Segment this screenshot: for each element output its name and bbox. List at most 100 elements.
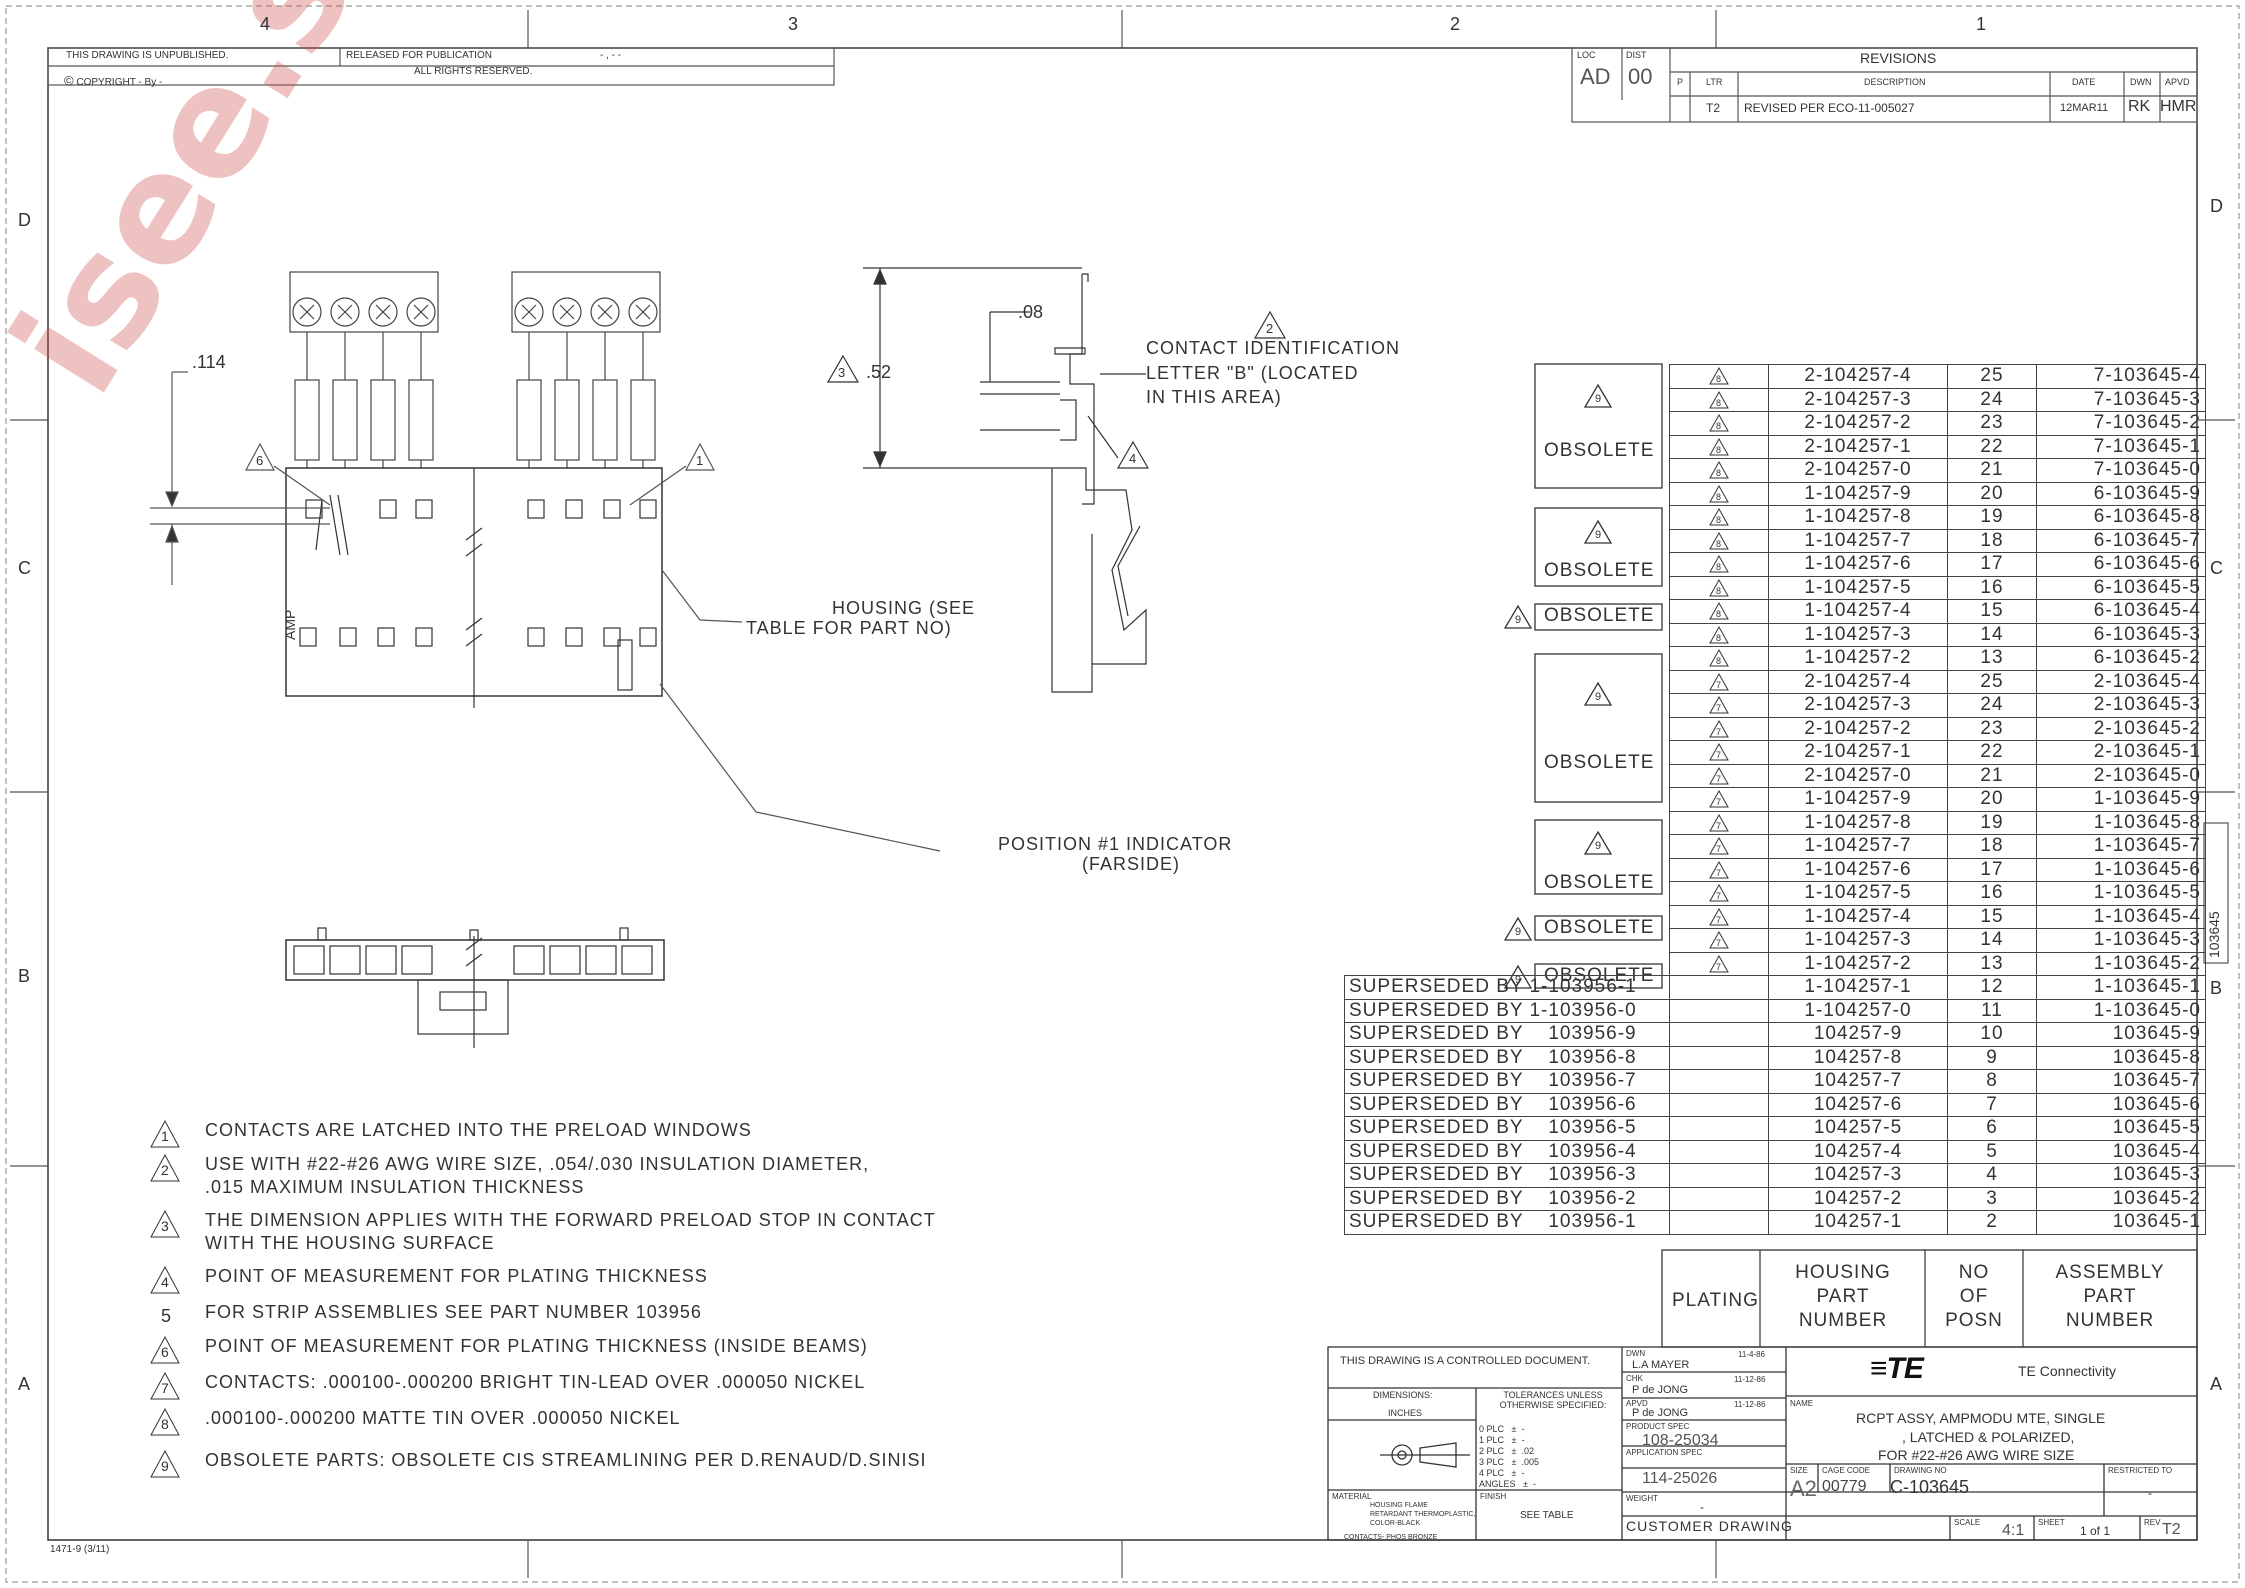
note-text: .000100-.000200 MATTE TIN OVER .000050 N…: [205, 1408, 681, 1428]
superseded-cell: SUPERSEDED BY 1-103956-1: [1344, 975, 1670, 1000]
plating-cell: [1669, 1186, 1769, 1211]
header-posn: NO OF POSN: [1945, 1262, 2003, 1331]
assembly-part-cell: 6-103645-4: [2036, 599, 2206, 624]
tolerance-row: 2 PLC ± .02: [1479, 1446, 1534, 1456]
note-number: 2: [161, 1162, 169, 1178]
plating-cell: 8: [1669, 575, 1769, 600]
positions-cell: 23: [1947, 716, 2037, 741]
apvd-value: P de JONG: [1632, 1407, 1689, 1419]
housing-part-cell: 1-104257-7: [1768, 834, 1948, 859]
dist-label: DIST: [1626, 50, 1647, 60]
rev-header-description: DESCRIPTION: [1864, 77, 1926, 87]
plating-cell: 7: [1669, 881, 1769, 906]
svg-text:7: 7: [1716, 703, 1722, 713]
positions-cell: 8: [1947, 1069, 2037, 1094]
housing-part-cell: 1-104257-6: [1768, 552, 1948, 577]
note-triangle-icon: [150, 1266, 180, 1294]
superseded-cell: [1345, 600, 1670, 624]
svg-text:8: 8: [1716, 492, 1722, 502]
zone-top-2: 2: [1450, 14, 1461, 34]
sheet-value: 1 of 1: [2080, 1524, 2111, 1538]
plating-cell: 8: [1669, 364, 1769, 389]
callout-6-label: 6: [256, 453, 264, 468]
positions-cell: 24: [1947, 693, 2037, 718]
note-text: CONTACTS ARE LATCHED INTO THE PRELOAD WI…: [205, 1120, 752, 1140]
plating-cell: 7: [1669, 857, 1769, 882]
obsolete-label: OBSOLETE: [1544, 752, 1655, 773]
housing-part-cell: 1-104257-7: [1768, 528, 1948, 553]
plating-triangle-icon: 7: [1709, 696, 1729, 714]
plating-triangle-icon: 7: [1709, 672, 1729, 691]
superseded-cell: [1345, 788, 1670, 812]
assembly-part-cell: 103645-9: [2036, 1022, 2206, 1047]
svg-text:7: 7: [1716, 727, 1722, 737]
positions-cell: 4: [1947, 1163, 2037, 1188]
assembly-part-cell: 6-103645-7: [2036, 528, 2206, 553]
svg-text:7: 7: [1716, 844, 1722, 854]
superseded-cell: [1345, 553, 1670, 577]
assembly-part-cell: 1-103645-7: [2036, 834, 2206, 859]
note-text: THE DIMENSION APPLIES WITH THE FORWARD P…: [205, 1210, 936, 1230]
assembly-part-cell: 2-103645-3: [2036, 693, 2206, 718]
plating-triangle-icon: 8: [1709, 461, 1729, 479]
note-triangle-icon: [150, 1372, 180, 1400]
plating-triangle-icon: 8: [1709, 531, 1729, 550]
plating-cell: 7: [1669, 669, 1769, 694]
assembly-part-cell: 7-103645-3: [2036, 387, 2206, 412]
svg-text:8: 8: [1716, 445, 1722, 455]
positions-cell: 13: [1947, 646, 2037, 671]
assembly-part-cell: 103645-7: [2036, 1069, 2206, 1094]
superseded-cell: [1345, 694, 1670, 718]
plating-cell: 7: [1669, 928, 1769, 953]
dim-08: .08: [1018, 302, 1044, 322]
zone-left-b: B: [18, 966, 31, 986]
svg-text:8: 8: [1716, 633, 1722, 643]
chk-value: P de JONG: [1632, 1384, 1689, 1396]
rev-row-dwn: RK: [2128, 98, 2151, 115]
housing-part-cell: 1-104257-2: [1768, 646, 1948, 671]
title-line-2: , LATCHED & POLARIZED,: [1902, 1429, 2075, 1445]
svg-text:8: 8: [1716, 468, 1722, 478]
contact-id-line-1: CONTACT IDENTIFICATION: [1146, 338, 1400, 358]
positions-cell: 21: [1947, 458, 2037, 483]
callout-4-label: 4: [1129, 451, 1137, 466]
rev-row-apvd: HMR: [2160, 98, 2197, 115]
housing-part-cell: 1-104257-2: [1768, 951, 1948, 976]
obsolete-label: OBSOLETE: [1544, 440, 1655, 461]
svg-text:7: 7: [1716, 868, 1722, 878]
plating-cell: 7: [1669, 716, 1769, 741]
plating-triangle-icon: 7: [1709, 790, 1729, 808]
material-line: COLOR-BLACK: [1370, 1520, 1421, 1527]
plating-cell: 7: [1669, 740, 1769, 765]
assembly-part-cell: 1-103645-3: [2036, 928, 2206, 953]
header-plating: PLATING: [1672, 1290, 1759, 1311]
positions-cell: 25: [1947, 364, 2037, 389]
obsolete-tri-num: 9: [1595, 840, 1602, 852]
assembly-part-cell: 7-103645-2: [2036, 411, 2206, 436]
housing-part-cell: 1-104257-3: [1768, 622, 1948, 647]
rev-row-date: 12MAR11: [2060, 102, 2109, 114]
plating-cell: [1669, 1022, 1769, 1047]
te-logo: ≡TE: [1870, 1352, 1924, 1385]
amp-mark: AMP: [282, 609, 298, 640]
plating-triangle-icon: 7: [1709, 719, 1729, 738]
apvd-label: APVD: [1626, 1399, 1648, 1408]
obsolete-tri-num: 9: [1595, 529, 1602, 541]
assembly-part-cell: 103645-5: [2036, 1116, 2206, 1141]
note-triangle-icon: [150, 1120, 180, 1148]
assembly-part-cell: 6-103645-9: [2036, 481, 2206, 506]
rev-label: REV: [2144, 1518, 2161, 1527]
zone-left-a: A: [18, 1374, 31, 1394]
unpublished-note: THIS DRAWING IS UNPUBLISHED.: [66, 50, 229, 61]
tolerance-row: ANGLES ± -: [1479, 1479, 1536, 1489]
note-number: 8: [161, 1416, 169, 1432]
rev-row-ltr: T2: [1706, 101, 1721, 115]
